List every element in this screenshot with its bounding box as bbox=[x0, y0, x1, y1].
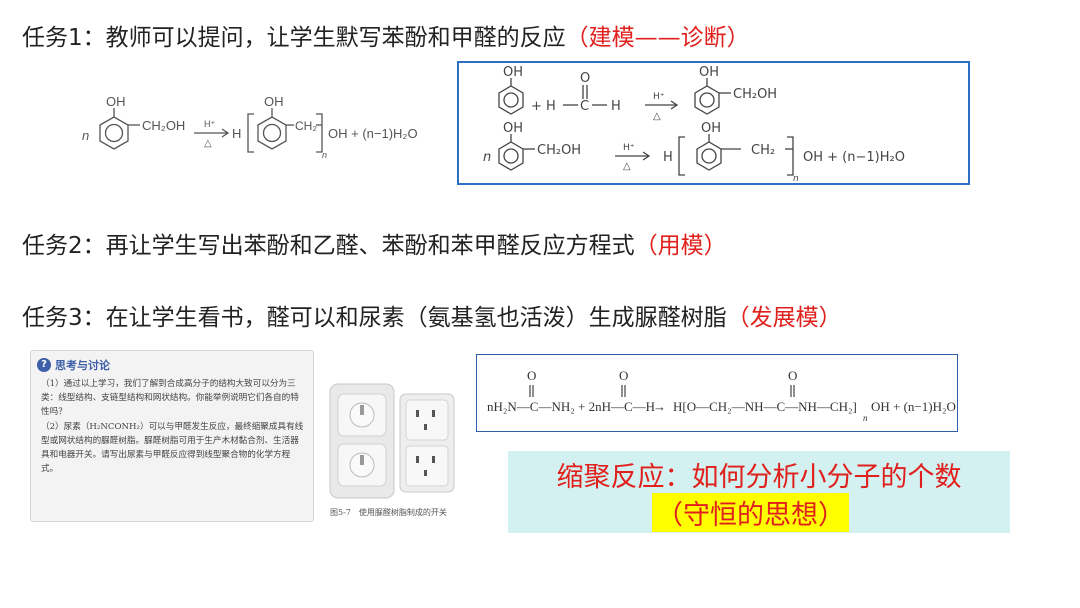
b2-sub-n: n bbox=[863, 413, 868, 423]
left-ch2oh: CH₂OH bbox=[142, 118, 185, 133]
b1r1-o: O bbox=[580, 71, 590, 86]
b1r2-oh: OH bbox=[503, 121, 523, 136]
left-h: H bbox=[232, 126, 241, 141]
b2-lhs: nH₂N—C—NH₂ + 2nH—C—H bbox=[487, 399, 655, 414]
b1r2-oh2: OH bbox=[701, 121, 721, 136]
reaction-box-phenol-formaldehyde: OH + H C O H H⁺ △ OH CH₂OH OH n CH₂OH H⁺… bbox=[457, 61, 970, 185]
b1r1-c: C bbox=[580, 99, 589, 114]
b1r1-heat: △ bbox=[653, 111, 661, 122]
task3-text: 任务3：在让学生看书，醛可以和尿素（氨基氢也活泼）生成脲醛树脂 bbox=[22, 305, 727, 331]
book-paragraph-2: （2）尿素（H₂NCONH₂）可以与甲醛发生反应，最终缩聚成具有线型或网状结构的… bbox=[41, 421, 304, 475]
task3-note: （发展模） bbox=[726, 305, 842, 331]
b1r2-heat: △ bbox=[623, 161, 631, 172]
task1-note: （建模——诊断） bbox=[565, 25, 750, 51]
book-paragraph-1: （1）通过以上学习，我们了解到合成高分子的结构大致可以分为三类：线型结构、支链型… bbox=[41, 379, 299, 418]
callout-line2: （守恒的思想） bbox=[652, 493, 849, 532]
left-heat: △ bbox=[204, 138, 212, 149]
b1r1-ch2oh: CH₂OH bbox=[733, 87, 777, 102]
left-oh: OH bbox=[106, 94, 126, 109]
task2-text: 任务2：再让学生写出苯酚和乙醛、苯酚和苯甲醛反应方程式 bbox=[22, 233, 635, 259]
b1r2-n: n bbox=[483, 150, 491, 165]
b1r1-oh: OH bbox=[503, 65, 523, 80]
b2-o3: O bbox=[788, 368, 797, 383]
left-n: n bbox=[82, 128, 89, 143]
task1-text: 任务1：教师可以提问，让学生默写苯酚和甲醛的反应 bbox=[22, 25, 566, 51]
b1r2-cat: H⁺ bbox=[623, 143, 635, 153]
b2-o2: O bbox=[619, 368, 628, 383]
b1r2-h: H bbox=[663, 150, 673, 165]
b1r2-tail: OH + (n−1)H₂O bbox=[803, 150, 905, 165]
formula-phenolic-left: OH n CH₂OH H⁺ △ H OH CH₂ n OH + (n−1)H₂O bbox=[58, 92, 438, 177]
textbook-excerpt: ? 思考与讨论 （1）通过以上学习，我们了解到合成高分子的结构大致可以分为三类：… bbox=[30, 350, 314, 522]
reaction-box-urea-formaldehyde: O O O nH₂N—C—NH₂ + 2nH—C—H → H[O—CH₂—NH—… bbox=[476, 354, 958, 432]
left-ch2: CH₂ bbox=[295, 119, 317, 133]
b1r1-oh2: OH bbox=[699, 65, 719, 80]
textbook-body: （1）通过以上学习，我们了解到合成高分子的结构大致可以分为三类：线型结构、支链型… bbox=[41, 377, 305, 476]
b2-arrow: → bbox=[653, 399, 666, 414]
b2-rhs: H[O—CH₂—NH—C—NH—CH₂] bbox=[673, 399, 857, 414]
left-sub-n: n bbox=[322, 150, 327, 160]
b1r1-h: H bbox=[611, 99, 621, 114]
b1r1-cat: H⁺ bbox=[653, 92, 665, 102]
switch-photo bbox=[328, 380, 458, 500]
left-tail: OH + (n−1)H₂O bbox=[328, 126, 418, 141]
b2-o1: O bbox=[527, 368, 536, 383]
polycondensation-callout: 缩聚反应：如何分析小分子的个数 （守恒的思想） bbox=[508, 451, 1010, 533]
task2-line: 任务2：再让学生写出苯酚和乙醛、苯酚和苯甲醛反应方程式（用模） bbox=[22, 226, 727, 260]
photo-caption: 图5-7 使用脲醛树脂制成的开关 bbox=[330, 508, 447, 517]
b1r2-ch2: CH₂ bbox=[751, 143, 775, 158]
b1r2-sub-n: n bbox=[793, 174, 799, 183]
task2-note: （用模） bbox=[634, 233, 727, 259]
task1-line: 任务1：教师可以提问，让学生默写苯酚和甲醛的反应（建模——诊断） bbox=[22, 18, 750, 52]
discussion-heading: ? 思考与讨论 bbox=[37, 357, 110, 373]
task3-line: 任务3：在让学生看书，醛可以和尿素（氨基氢也活泼）生成脲醛树脂（发展模） bbox=[22, 298, 842, 332]
callout-line1: 缩聚反应：如何分析小分子的个数 bbox=[556, 462, 962, 493]
b1r2-ch2oh: CH₂OH bbox=[537, 143, 581, 158]
b2-tail: OH + (n−1)H₂O bbox=[871, 399, 956, 414]
question-icon: ? bbox=[37, 358, 51, 372]
b1r1-plus-h: + H bbox=[531, 99, 556, 114]
left-oh2: OH bbox=[264, 94, 284, 109]
left-cat: H⁺ bbox=[204, 119, 215, 129]
